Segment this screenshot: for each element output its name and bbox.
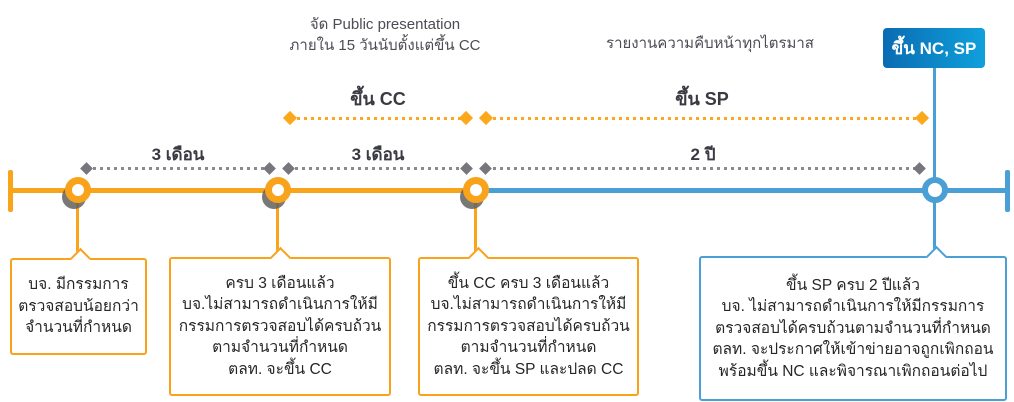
connector-node2-box2: [276, 200, 279, 253]
connector-node1-box1: [76, 200, 79, 254]
diamond-endpoint-icon: [282, 162, 295, 175]
callout-line: บจ. มีกรรมการ: [28, 276, 129, 294]
callout-notch: [269, 246, 292, 269]
callout-line: ขึ้น CC ครบ 3 เดือนแล้ว: [447, 274, 610, 292]
timeline-orange-segment: [8, 188, 480, 193]
diamond-endpoint-icon: [478, 110, 494, 126]
duration-dash: [86, 167, 270, 170]
diamond-endpoint-icon: [80, 162, 93, 175]
callout-box-4: ขึ้น SP ครบ 2 ปีแล้ว บจ. ไม่สามารถดำเนิน…: [699, 245, 1007, 401]
callout-notch: [467, 246, 490, 269]
milestone-node-4: [922, 177, 948, 203]
callout-line: กรรมการตรวจสอบได้ครบถ้วน: [178, 317, 382, 335]
diamond-endpoint-icon: [458, 110, 474, 126]
cc-span-dash: [290, 117, 466, 120]
annotation-line: รายงานความคืบหน้าทุกไตรมาส: [606, 35, 814, 52]
timeline-end-cap: [1005, 170, 1010, 212]
callout-box-3: ขึ้น CC ครบ 3 เดือนแล้ว บจ.ไม่สามารถดำเน…: [418, 246, 639, 396]
diamond-endpoint-icon: [282, 110, 298, 126]
callout-line: ขึ้น SP ครบ 2 ปีแล้ว: [786, 276, 920, 294]
duration-label-3-months-1: 3 เดือน: [151, 145, 205, 164]
callout-line: ตลท. จะประกาศให้เข้าข่ายอาจถูกเพิกถอน: [712, 341, 994, 359]
callout-line: ตามจำนวนที่กำหนด: [460, 339, 597, 357]
milestone-node-3: [463, 177, 489, 203]
diamond-endpoint-icon: [479, 162, 492, 175]
diamond-endpoint-icon: [263, 162, 276, 175]
annotation-public-presentation: จัด Public presentation ภายใน 15 วันนับต…: [265, 14, 505, 56]
callout-line: ตามจำนวนที่กำหนด: [212, 339, 348, 357]
nc-sp-badge: ขึ้น NC, SP: [883, 28, 985, 68]
milestone-node-1: [65, 177, 91, 203]
annotation-quarterly-report: รายงานความคืบหน้าทุกไตรมาส: [590, 33, 830, 54]
callout-line: บจ.ไม่สามารถดำเนินการให้มี: [182, 296, 378, 314]
span-label-sp: ขึ้น SP: [675, 89, 729, 109]
diamond-endpoint-icon: [913, 162, 926, 175]
callout-box-2: ครบ 3 เดือนแล้ว บจ.ไม่สามารถดำเนินการให้…: [169, 246, 391, 396]
nc-sp-badge-label: ขึ้น NC, SP: [891, 38, 977, 58]
callout-box-1: บจ. มีกรรมการ ตรวจสอบน้อยกว่า จำนวนที่กำ…: [10, 247, 147, 355]
callout-line: ตรวจสอบได้ครบถ้วนตามจำนวนที่กำหนด: [715, 319, 991, 337]
timeline-blue-segment: [480, 188, 1010, 193]
callout-line: บจ.ไม่สามารถดำเนินการให้มี: [430, 296, 627, 314]
callout-line: กรรมการตรวจสอบได้ครบถ้วน: [427, 317, 630, 335]
duration-label-3-months-2: 3 เดือน: [351, 145, 405, 164]
callout-notch: [69, 247, 92, 270]
callout-line: จำนวนที่กำหนด: [25, 319, 132, 337]
annotation-line: จัด Public presentation: [309, 16, 461, 33]
connector-badge-node4-box4: [933, 66, 936, 252]
callout-line: ตลท. จะขึ้น CC: [228, 360, 332, 378]
diamond-endpoint-icon: [914, 110, 930, 126]
callout-line: ตลท. จะขึ้น SP และปลด CC: [433, 360, 624, 378]
callout-line: ครบ 3 เดือนแล้ว: [225, 274, 335, 292]
annotation-line: ภายใน 15 วันนับตั้งแต่ขึ้น CC: [289, 37, 481, 54]
callout-line: ตรวจสอบน้อยกว่า: [18, 297, 139, 315]
milestone-node-2: [265, 177, 291, 203]
diamond-endpoint-icon: [460, 162, 473, 175]
callout-notch: [925, 245, 948, 268]
span-label-cc: ขึ้น CC: [350, 89, 406, 109]
connector-node3-box3: [474, 200, 477, 253]
callout-line: บจ. ไม่สามารถดำเนินการให้มีกรรมการ: [721, 298, 985, 316]
duration-dash: [486, 167, 920, 170]
callout-line: พร้อมขึ้น NC และพิจารณาเพิกถอนต่อไป: [718, 362, 988, 380]
duration-label-2-years: 2 ปี: [690, 145, 716, 164]
sp-span-dash: [486, 117, 922, 120]
duration-dash: [288, 167, 467, 170]
